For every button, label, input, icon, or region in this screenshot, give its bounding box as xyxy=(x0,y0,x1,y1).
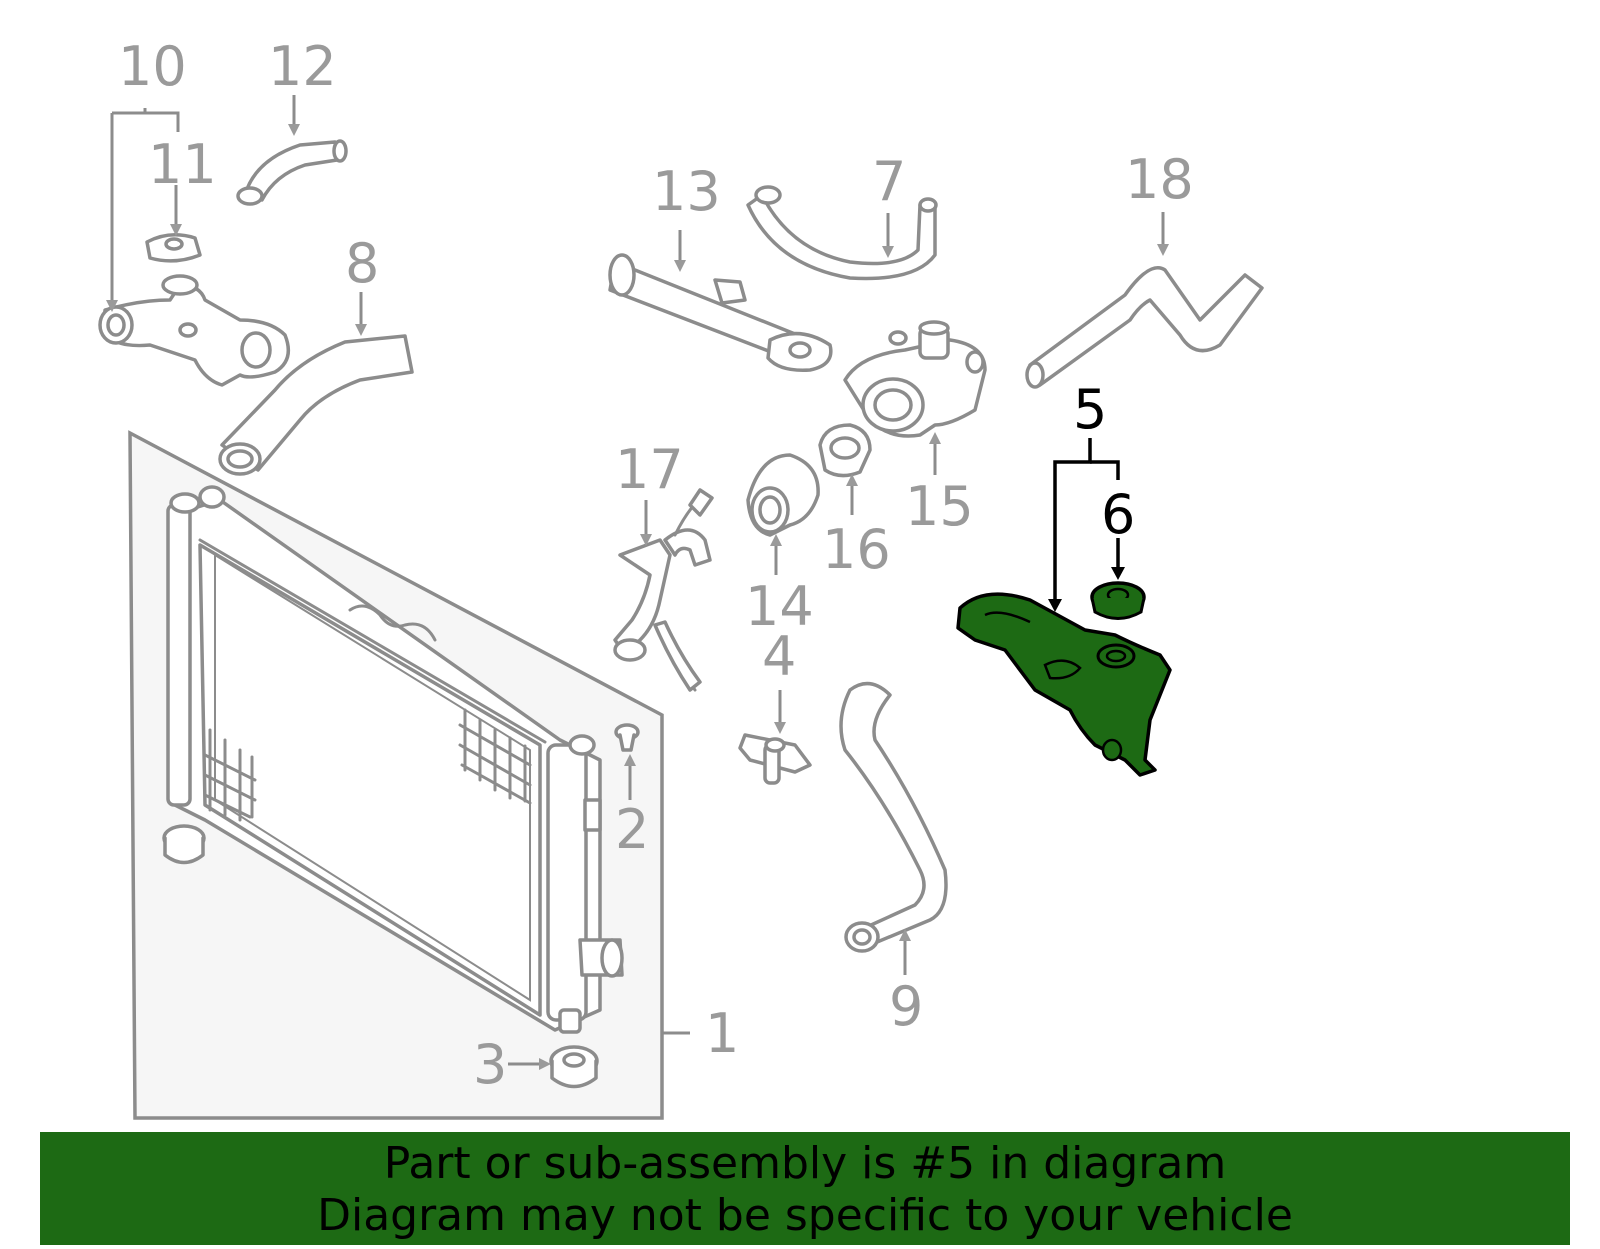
callout-13: 13 xyxy=(652,160,721,223)
callout-18: 18 xyxy=(1125,148,1194,211)
drain-plug[interactable] xyxy=(614,723,640,752)
coolant-reservoir[interactable] xyxy=(956,592,1172,777)
radiator-hose-upper-right[interactable] xyxy=(1025,266,1264,389)
radiator-assembly[interactable] xyxy=(128,430,664,1120)
outlet-cap[interactable] xyxy=(145,233,202,263)
banner-line-1: Part or sub-assembly is #5 in diagram xyxy=(383,1138,1227,1189)
reservoir-cap[interactable] xyxy=(1090,581,1146,620)
callout-labels: 1 2 3 4 5 6 7 8 9 10 11 12 13 14 15 16 1… xyxy=(118,35,1194,1096)
callout-1: 1 xyxy=(705,1002,739,1065)
lower-radiator-hose[interactable] xyxy=(839,681,948,953)
callout-6: 6 xyxy=(1101,483,1135,546)
callout-17: 17 xyxy=(615,438,684,501)
callout-14: 14 xyxy=(745,575,814,638)
heater-hose[interactable] xyxy=(746,185,938,281)
thermostat[interactable] xyxy=(818,423,872,478)
coolant-pipe[interactable] xyxy=(613,488,714,692)
callout-7: 7 xyxy=(872,150,906,213)
callout-2: 2 xyxy=(615,798,649,861)
bracket[interactable] xyxy=(738,733,812,785)
callout-12: 12 xyxy=(268,35,337,98)
callout-8: 8 xyxy=(345,232,379,295)
callout-16: 16 xyxy=(822,518,891,581)
callout-11: 11 xyxy=(148,133,217,196)
water-inlet[interactable] xyxy=(746,453,820,537)
callout-9: 9 xyxy=(889,975,923,1038)
thermostat-housing[interactable] xyxy=(843,320,987,438)
callout-10: 10 xyxy=(118,35,187,98)
callout-5: 5 xyxy=(1073,378,1107,441)
water-pipe[interactable] xyxy=(608,253,833,372)
water-outlet-housing[interactable] xyxy=(98,274,291,387)
callout-4: 4 xyxy=(762,625,796,688)
leader-lines xyxy=(106,95,1169,1070)
radiator-mount-left[interactable] xyxy=(162,824,206,865)
callout-15: 15 xyxy=(905,475,974,538)
banner-line-2: Diagram may not be specific to your vehi… xyxy=(317,1190,1293,1241)
bypass-hose[interactable] xyxy=(236,139,348,206)
lower-mount-bushing[interactable] xyxy=(549,1045,599,1089)
part-info-banner: Part or sub-assembly is #5 in diagram Di… xyxy=(40,1132,1570,1245)
upper-radiator-hose[interactable] xyxy=(218,334,414,476)
callout-3: 3 xyxy=(473,1033,507,1096)
